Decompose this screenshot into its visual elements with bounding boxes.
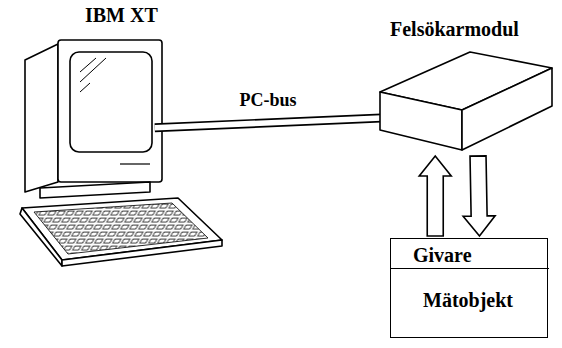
bus-cable [155,118,382,128]
bus-label: PC-bus [238,91,299,111]
node-label: Mätobjekt [423,289,513,311]
block-arrow [419,156,451,236]
node-label: Felsökarmodul [390,18,519,40]
arrow-shape [419,156,451,236]
monitor-base [40,182,150,198]
block-arrow [463,156,495,236]
node-label: Givare [413,244,472,266]
box-face [462,68,552,150]
keyboard-keys [34,203,208,254]
cable-outer [155,118,382,128]
object-box: Mätobjekt Givare [390,238,548,338]
box-face [380,92,462,150]
monitor-screen [70,52,152,152]
module-box: Felsökarmodul [372,16,558,152]
monitor [25,40,162,198]
monitor-side [25,44,58,192]
sensor-band: Givare [391,239,549,269]
keyboard [20,198,222,266]
node-label: IBM XT [85,4,158,26]
arrow-shape [463,156,495,236]
monitor-front [58,40,162,182]
cable-inner [155,118,382,128]
computer-node: IBM XT [15,2,230,264]
